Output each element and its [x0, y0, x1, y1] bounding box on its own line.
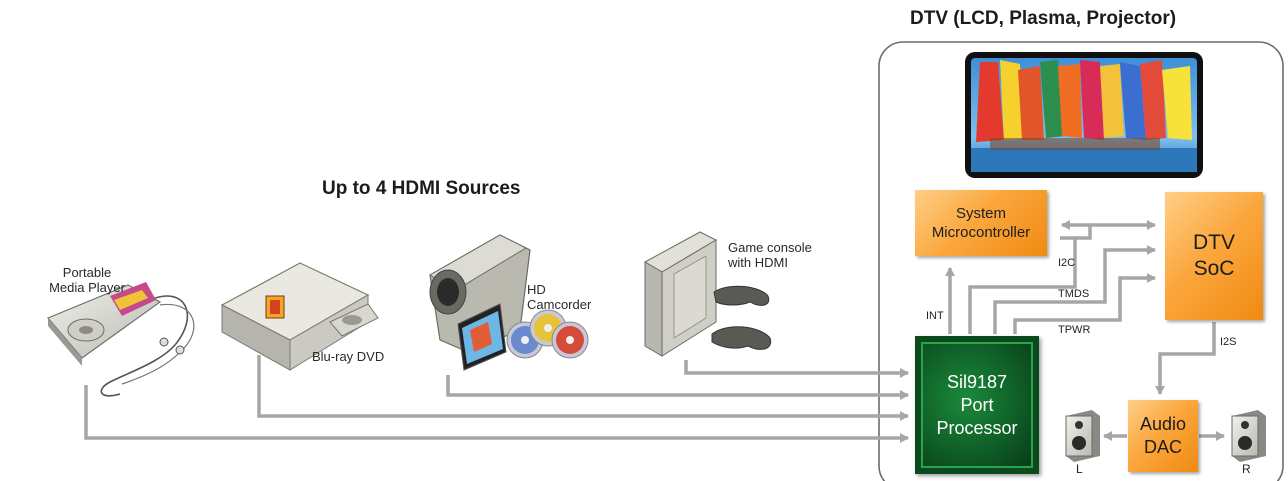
micro-line1: System [955, 205, 1006, 222]
camcorder-label-line1: HD [527, 282, 546, 297]
soc-line1: DTV [1193, 231, 1235, 254]
i2s-line [1155, 322, 1216, 395]
tmds-line [993, 245, 1156, 334]
game-console-label-line1: Game console [728, 240, 812, 255]
bluray-player-icon [220, 262, 379, 371]
camcorder-label: HD Camcorder [527, 282, 591, 312]
right-speaker-label: R [1242, 462, 1251, 476]
system-microcontroller-block: System Microcontroller [915, 190, 1047, 256]
portable-label-line2: Media Player [49, 280, 125, 295]
i2c-line [968, 238, 1077, 334]
bluray-label: Blu-ray DVD [312, 349, 385, 364]
cable-media-player [84, 385, 909, 443]
sil9187-port-processor-block: Sil9187 Port Processor [915, 336, 1039, 474]
port-line1: Sil9187 [946, 371, 1008, 392]
cable-camcorder [446, 375, 909, 400]
dtv-enclosure [878, 41, 1284, 481]
int-label: INT [926, 310, 944, 322]
i2c-to-soc [1060, 220, 1156, 240]
portable-media-player-icon [47, 282, 195, 397]
cable-bluray [257, 355, 909, 421]
dtv-soc-block: DTV SoC [1165, 192, 1263, 320]
game-console-label: Game console with HDMI [728, 240, 812, 270]
dac-line1: Audio [1139, 414, 1187, 434]
game-console-label-line2: with HDMI [728, 255, 788, 270]
port-line2: Port [960, 394, 994, 415]
soc-line2: SoC [1193, 257, 1235, 280]
camcorder-label-line2: Camcorder [527, 297, 592, 312]
i2s-label: I2S [1220, 336, 1237, 348]
tmds-label: TMDS [1058, 288, 1090, 300]
left-speaker-label: L [1076, 462, 1083, 476]
micro-line2: Microcontroller [931, 224, 1031, 241]
left-speaker-icon [1065, 410, 1100, 462]
cable-game-console [684, 360, 909, 378]
portable-media-player-label: Portable Media Player [42, 265, 132, 295]
game-console-icon [643, 231, 772, 357]
portable-label-line1: Portable [62, 265, 112, 280]
right-speaker-icon [1231, 410, 1266, 462]
hd-camcorder-icon [428, 234, 589, 371]
port-line3: Processor [936, 417, 1018, 438]
tpwr-line [1013, 273, 1156, 334]
sources-title: Up to 4 HDMI Sources [322, 178, 521, 199]
tv-screen [965, 52, 1203, 178]
dtv-title: DTV (LCD, Plasma, Projector) [910, 8, 1177, 29]
dac-line2: DAC [1143, 437, 1182, 457]
audio-dac-block: Audio DAC [1128, 400, 1198, 472]
i2c-label: I2C [1058, 257, 1076, 269]
tpwr-label: TPWR [1058, 324, 1091, 336]
